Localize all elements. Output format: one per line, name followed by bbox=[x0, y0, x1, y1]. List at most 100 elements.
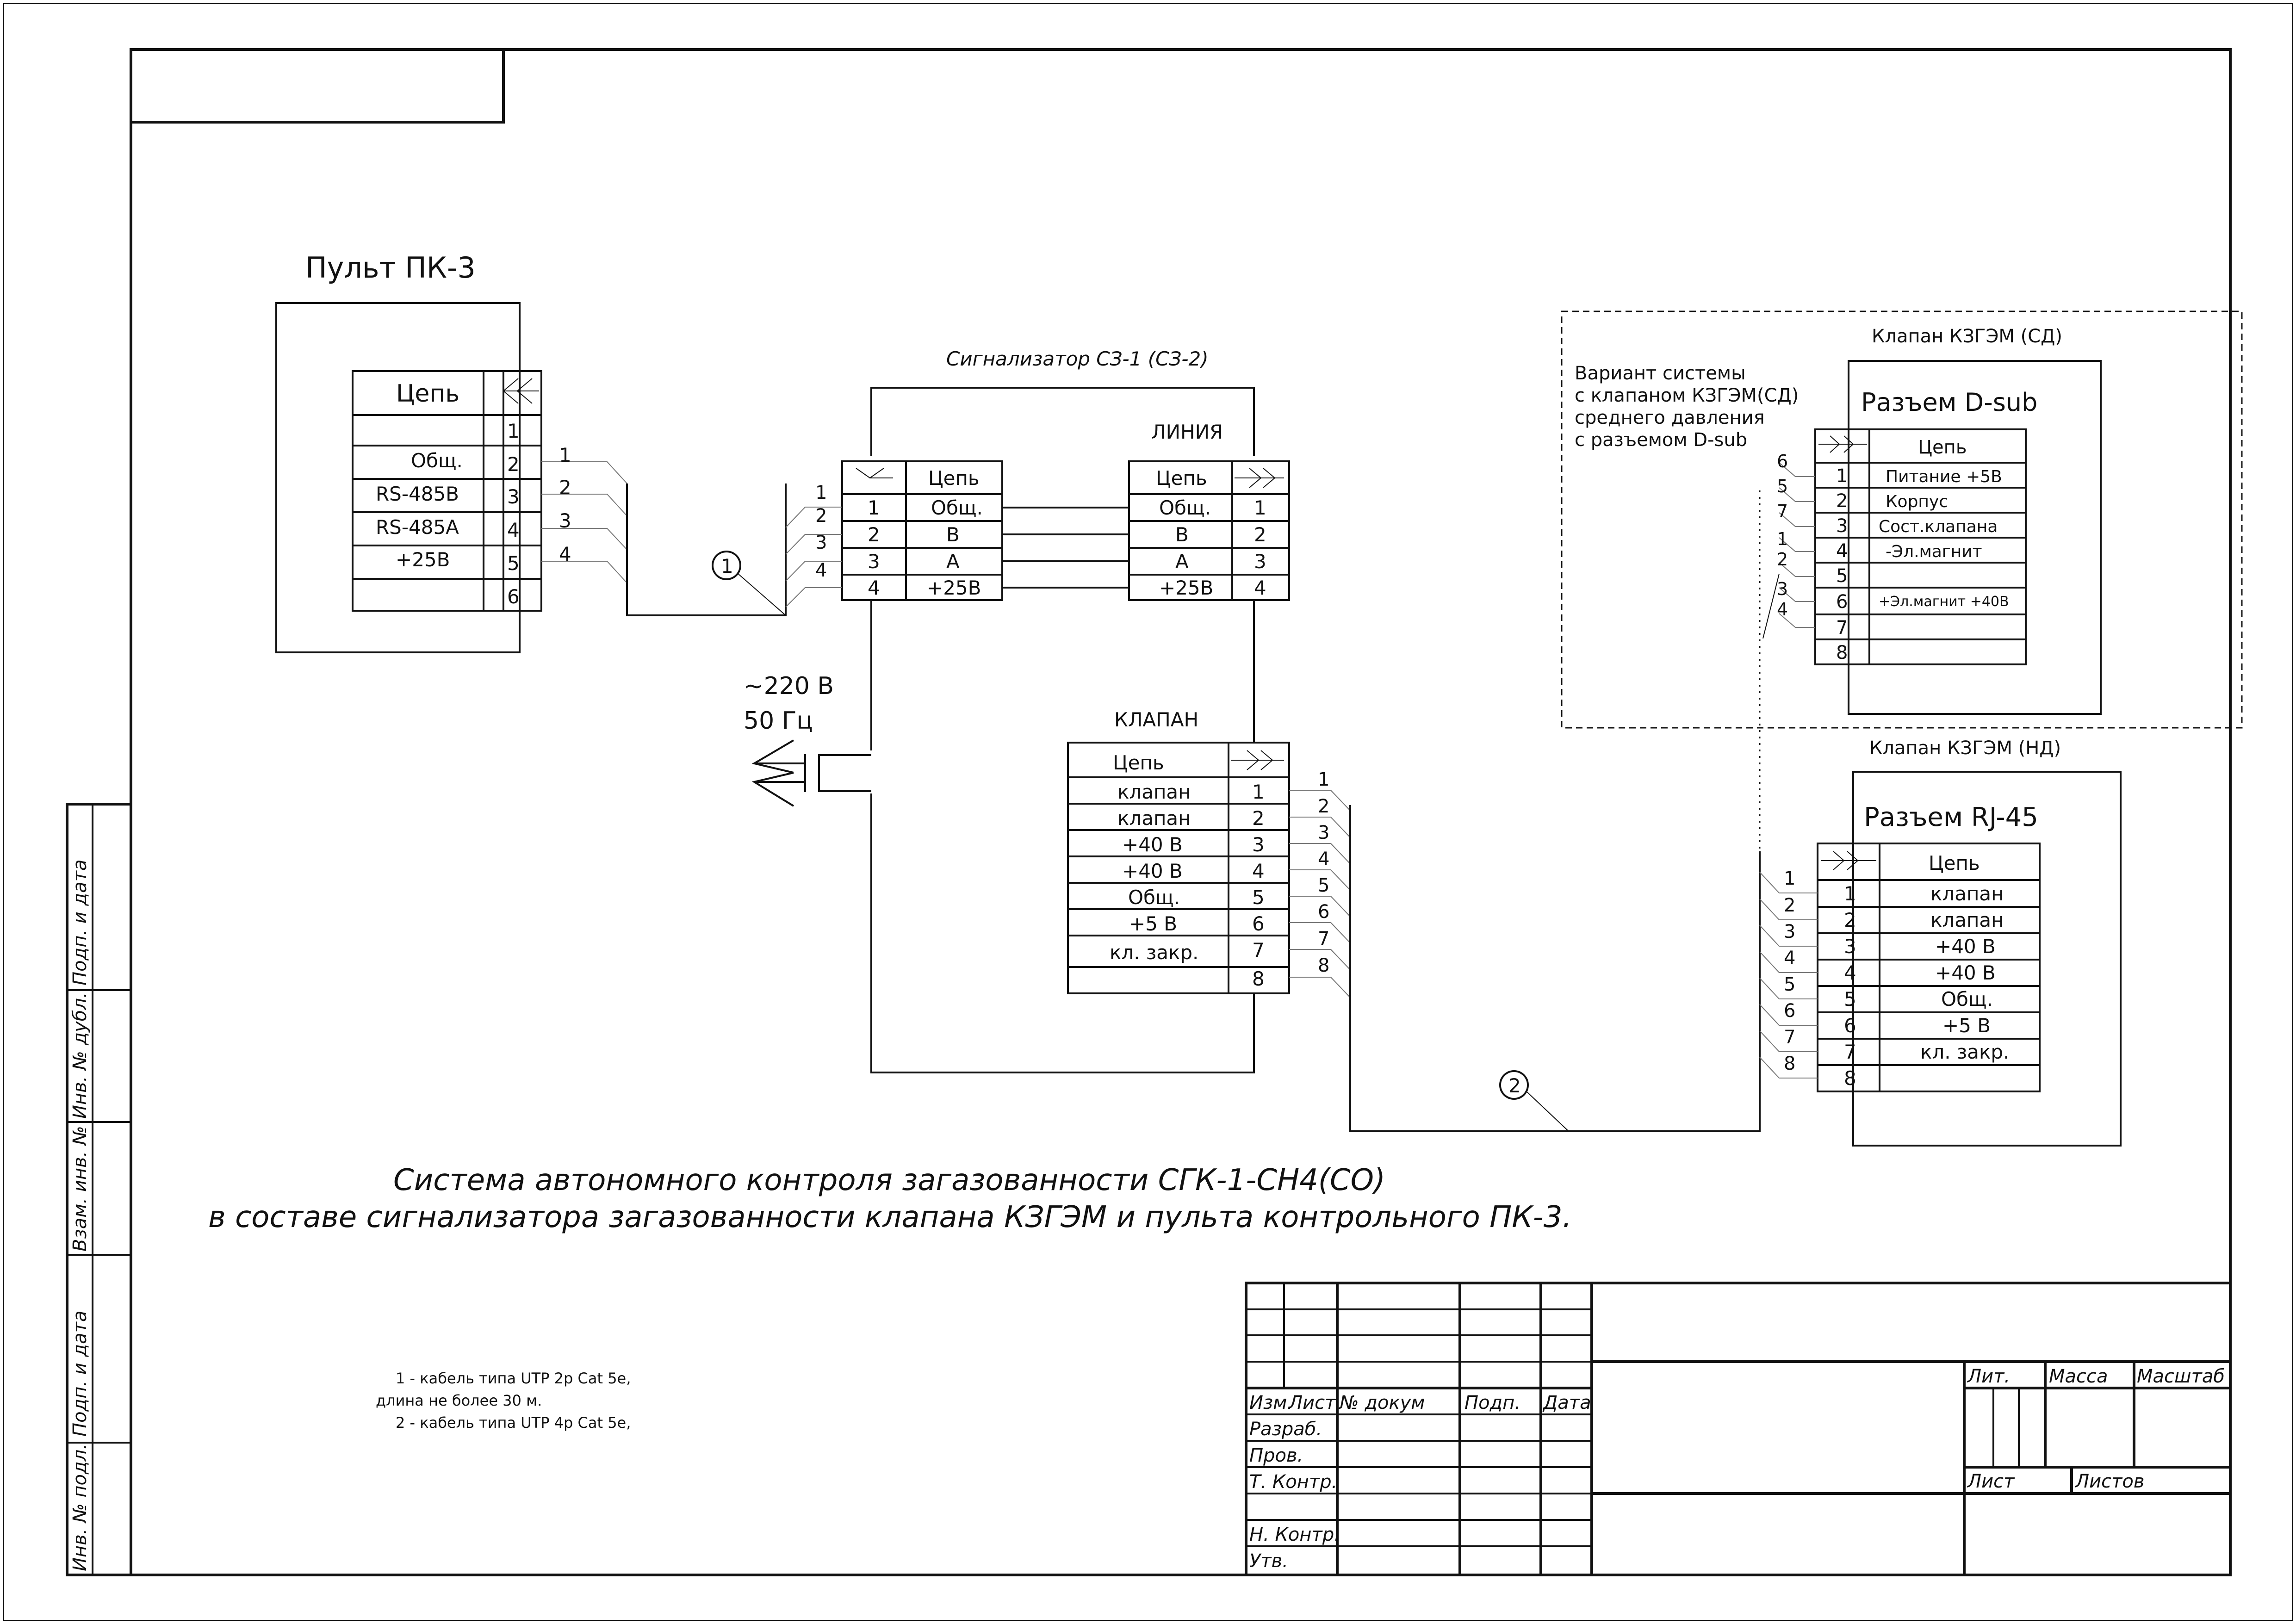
caption-line-1: Система автономного контроля загазованно… bbox=[393, 1163, 1385, 1197]
mass-label: Масса bbox=[2049, 1366, 2108, 1387]
signalizator-left-signal: A bbox=[946, 550, 960, 573]
valve-wire: 8 bbox=[1318, 955, 1329, 976]
title-block: Изм. Лист № докум Подп. Дата Разраб. Про… bbox=[1245, 1282, 2232, 1576]
variant-box: Вариант системы с клапаном КЗГЭМ(СД) сре… bbox=[1561, 310, 2243, 729]
valve-nd-pin: 1 bbox=[1844, 882, 1856, 905]
pult-signal: RS-485A bbox=[376, 516, 459, 539]
col-header: Подп. bbox=[1464, 1392, 1520, 1413]
line-label: ЛИНИЯ bbox=[1151, 421, 1223, 443]
line-signal: A bbox=[1175, 550, 1189, 573]
signalizator-left-signal: +25В bbox=[927, 576, 981, 599]
valve-nd-pin: 8 bbox=[1844, 1067, 1856, 1090]
valve-nd-signal: Общ. bbox=[1941, 988, 1993, 1010]
valve-sd-header: Цепь bbox=[1918, 437, 1967, 458]
pult-title: Пульт ПК-3 bbox=[305, 251, 476, 285]
role-label: Т. Контр. bbox=[1249, 1471, 1337, 1493]
left-strip: Подп. и дата Инв. № дубл. Взам. инв. № П… bbox=[66, 803, 132, 1576]
role-label: Утв. bbox=[1249, 1550, 1288, 1572]
valve-pin: 1 bbox=[1252, 781, 1265, 803]
signalizator-title: Сигнализатор СЗ-1 (СЗ-2) bbox=[946, 347, 1209, 370]
plug-symbol-icon bbox=[1818, 435, 1867, 453]
valve-wire: 5 bbox=[1318, 875, 1329, 896]
col-header: Лист bbox=[1288, 1392, 1336, 1413]
line-header: Цепь bbox=[1156, 467, 1207, 490]
valve-sd-wire: 4 bbox=[1777, 599, 1788, 620]
valve-pin: 6 bbox=[1252, 912, 1265, 935]
line-pin: 4 bbox=[1254, 576, 1266, 599]
role-label: Пров. bbox=[1249, 1445, 1303, 1466]
signalizator-left-pin: 4 bbox=[868, 576, 880, 599]
cable-1: 1 bbox=[626, 483, 787, 616]
valve-sd-signal: Сост.клапана bbox=[1879, 517, 1998, 536]
cable-marker: 2 bbox=[1508, 1074, 1521, 1097]
valve-nd-signal: +40 В bbox=[1935, 935, 1996, 958]
pult-pin: 2 bbox=[507, 453, 520, 476]
sheet-border bbox=[3, 3, 2293, 1621]
pult-pin: 1 bbox=[507, 420, 520, 442]
caption-line-2: в составе сигнализатора загазованности к… bbox=[208, 1200, 1572, 1234]
cable-marker: 1 bbox=[721, 555, 733, 577]
plug-symbol-icon bbox=[503, 378, 539, 404]
pult-pin: 3 bbox=[507, 485, 520, 508]
valve-sd-pin: 1 bbox=[1836, 465, 1848, 487]
pult-wire-number: 1 bbox=[559, 444, 571, 466]
strip-label: Инв. № дубл. bbox=[69, 992, 91, 1119]
valve-nd-signal: клапан bbox=[1930, 909, 2004, 931]
valve-header: Цепь bbox=[1113, 751, 1164, 774]
valve-nd-pin: 2 bbox=[1844, 909, 1856, 931]
valve-signal: клапан bbox=[1117, 807, 1191, 830]
pult-signal: Общ. bbox=[411, 449, 463, 472]
valve-nd-wire: 4 bbox=[1784, 948, 1795, 969]
valve-nd-wire: 3 bbox=[1784, 921, 1795, 942]
valve-nd-signal: клапан bbox=[1930, 882, 2004, 905]
signalizator-left-wire: 1 bbox=[815, 482, 827, 503]
valve-nd-pin: 4 bbox=[1844, 961, 1856, 984]
valve-sd-title: Клапан КЗГЭМ (СД) bbox=[1872, 326, 2062, 347]
valve-nd-pin: 7 bbox=[1844, 1041, 1856, 1063]
strip-label: Подп. и дата bbox=[69, 860, 91, 986]
line-signal: +25В bbox=[1159, 576, 1213, 599]
valve-signal: кл. закр. bbox=[1110, 941, 1198, 964]
lit-label: Лит. bbox=[1967, 1366, 2010, 1387]
pult-wire-number: 2 bbox=[559, 476, 571, 499]
valve-nd-wire: 8 bbox=[1784, 1053, 1795, 1074]
valve-signal: +5 В bbox=[1129, 912, 1177, 935]
variant-note: Вариант системы bbox=[1575, 363, 1746, 384]
strip-label: Подп. и дата bbox=[69, 1311, 91, 1437]
valve-sd-wire: 7 bbox=[1777, 501, 1788, 521]
valve-label: КЛАПАН bbox=[1114, 708, 1198, 731]
valve-nd-header: Цепь bbox=[1929, 852, 1980, 874]
socket-symbol-icon bbox=[856, 468, 893, 479]
valve-sd-signal: +Эл.магнит +40В bbox=[1879, 594, 2009, 610]
valve-sd-signal: Корпус bbox=[1886, 492, 1948, 511]
valve-nd-signal: +40 В bbox=[1935, 961, 1996, 984]
pult-header: Цепь bbox=[396, 380, 459, 408]
valve-nd-pin: 5 bbox=[1844, 988, 1856, 1010]
valve-nd-block: Клапан КЗГЭМ (НД) Разъем RJ-45 Цепь 1 2 … bbox=[1759, 738, 2122, 1147]
valve-signal: клапан bbox=[1117, 781, 1191, 803]
sheet-label: Лист bbox=[1967, 1471, 2015, 1492]
power-plug-icon bbox=[751, 739, 871, 807]
valve-pin: 7 bbox=[1252, 939, 1265, 961]
signalizator-left-wire: 3 bbox=[815, 532, 827, 553]
signalizator-left-signal: B bbox=[946, 523, 960, 546]
power-voltage: ~220 В bbox=[744, 672, 834, 700]
power-frequency: 50 Гц bbox=[744, 707, 813, 735]
valve-sd-wire: 2 bbox=[1777, 549, 1788, 570]
signalizator-left-wire: 2 bbox=[815, 505, 827, 527]
valve-nd-wire: 5 bbox=[1784, 974, 1795, 995]
valve-sd-pin: 2 bbox=[1836, 490, 1848, 512]
signalizator-left-pin: 3 bbox=[868, 550, 880, 573]
valve-sd-wire: 1 bbox=[1777, 529, 1788, 549]
valve-sd-pin: 3 bbox=[1836, 515, 1848, 537]
plug-symbol-icon bbox=[1231, 750, 1284, 770]
pult-pin: 6 bbox=[507, 585, 520, 608]
valve-nd-signal: +5 В bbox=[1942, 1014, 1991, 1037]
role-label: Разраб. bbox=[1249, 1419, 1322, 1440]
valve-sd-pin: 4 bbox=[1836, 540, 1848, 562]
line-pin: 1 bbox=[1254, 496, 1266, 519]
line-pin: 3 bbox=[1254, 550, 1266, 573]
pult-signal: RS-485B bbox=[376, 483, 459, 505]
signalizator-block: Сигнализатор СЗ-1 (СЗ-2) Цепь 1 2 3 4 Об… bbox=[744, 347, 1351, 1073]
